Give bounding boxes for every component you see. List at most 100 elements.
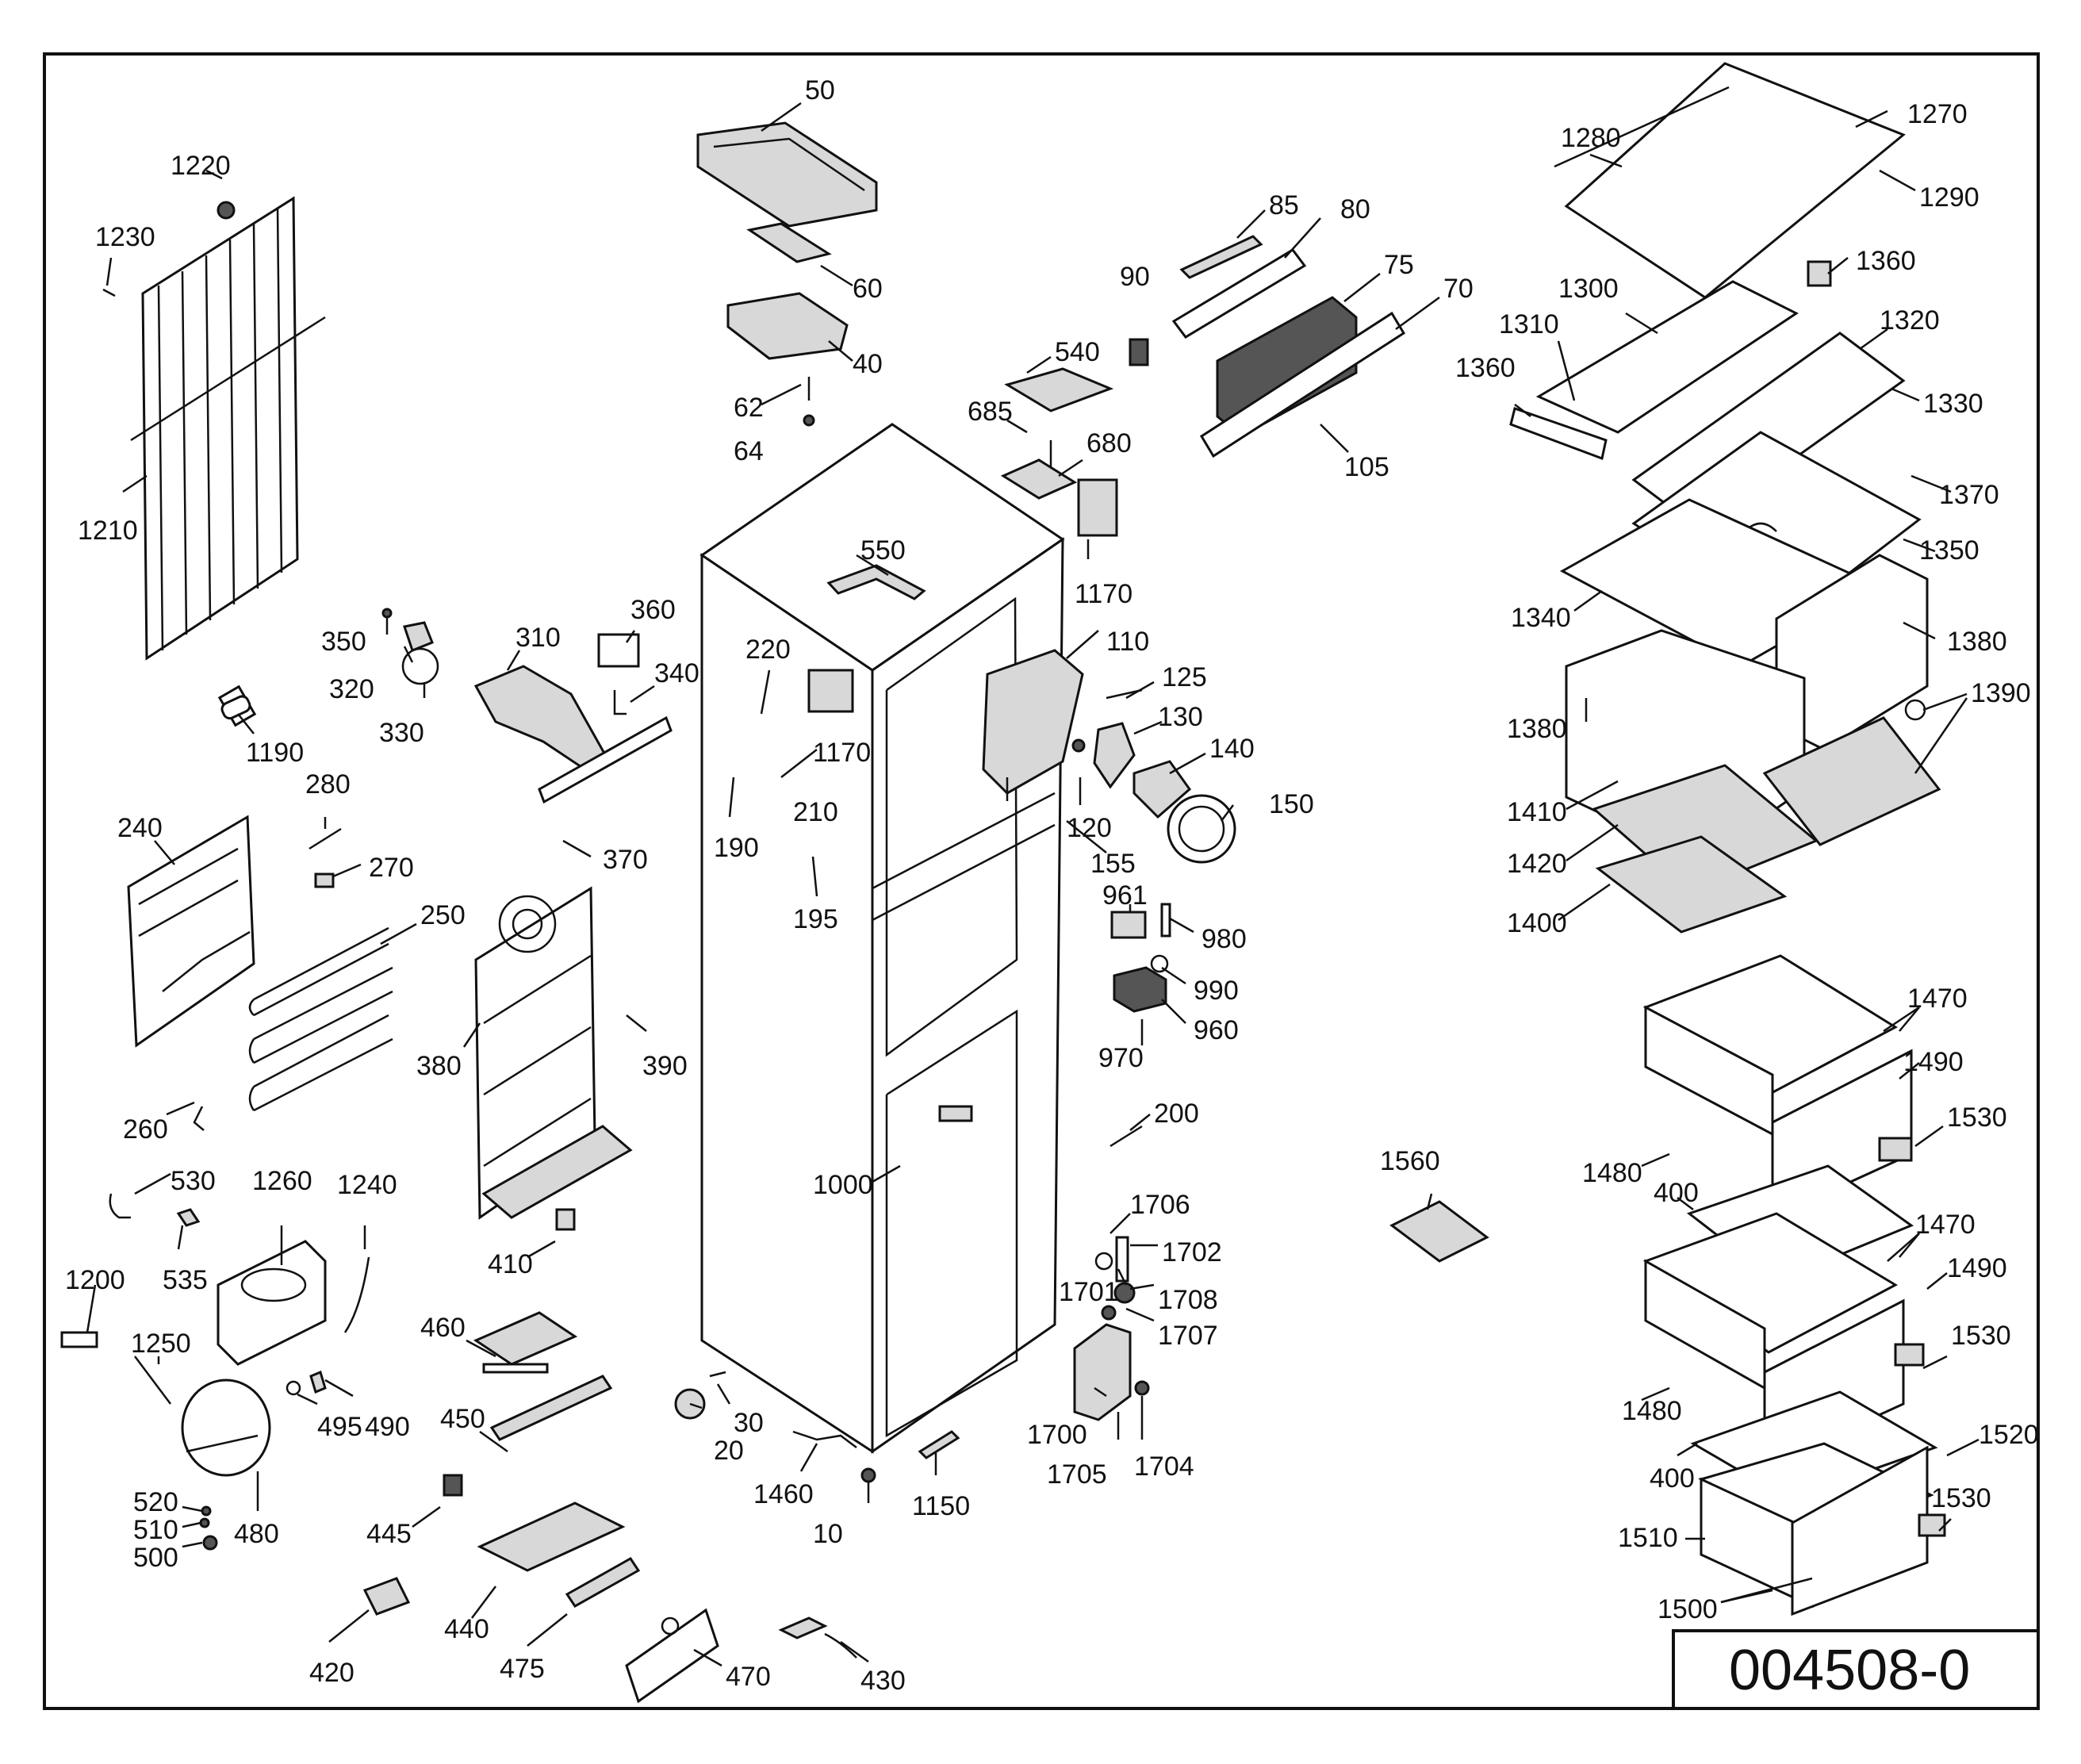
label-260: 260 — [123, 1114, 168, 1145]
crisper-boxes-upper — [1565, 554, 1941, 934]
label-1370: 1370 — [1939, 480, 1999, 510]
diagram-frame — [43, 52, 2040, 1710]
label-460: 460 — [420, 1313, 466, 1343]
label-540: 540 — [1055, 337, 1100, 367]
label-445: 445 — [366, 1519, 412, 1549]
document-code-box — [1672, 1629, 2040, 1710]
label-535: 535 — [163, 1265, 208, 1295]
label-1520: 1520 — [1979, 1420, 2039, 1450]
label-400-upper: 400 — [1654, 1178, 1699, 1208]
shelf-upper — [1554, 62, 1906, 299]
label-1380-left: 1380 — [1507, 714, 1567, 744]
label-1190: 1190 — [246, 738, 304, 768]
label-1300: 1300 — [1558, 274, 1619, 304]
label-1360-top: 1360 — [1856, 246, 1916, 276]
label-200: 200 — [1154, 1099, 1199, 1129]
label-280: 280 — [305, 769, 351, 800]
label-1210: 1210 — [78, 516, 138, 546]
label-430: 430 — [860, 1666, 906, 1696]
label-110: 110 — [1106, 627, 1149, 657]
label-1260: 1260 — [252, 1166, 312, 1196]
label-1330: 1330 — [1923, 389, 1983, 419]
label-390: 390 — [642, 1051, 688, 1081]
label-1470-upper: 1470 — [1907, 984, 1968, 1014]
label-420: 420 — [309, 1658, 354, 1688]
condenser — [102, 196, 326, 727]
label-990: 990 — [1194, 976, 1239, 1006]
label-1320: 1320 — [1880, 305, 1940, 336]
label-350: 350 — [321, 627, 366, 657]
label-340: 340 — [654, 658, 699, 688]
label-330: 330 — [379, 718, 424, 748]
label-961: 961 — [1102, 880, 1148, 911]
label-80: 80 — [1340, 194, 1370, 224]
egg-tray — [1389, 1200, 1489, 1263]
label-470: 470 — [726, 1662, 771, 1692]
label-210: 210 — [793, 797, 838, 827]
label-70: 70 — [1443, 274, 1474, 304]
label-1420: 1420 — [1507, 849, 1567, 879]
hinge-parts-upper — [1109, 903, 1171, 1148]
label-1150: 1150 — [912, 1491, 970, 1521]
label-1390: 1390 — [1971, 678, 2031, 708]
label-1250: 1250 — [131, 1329, 191, 1359]
label-1350: 1350 — [1919, 535, 1979, 566]
label-960: 960 — [1194, 1015, 1239, 1045]
label-1470-middle: 1470 — [1915, 1210, 1976, 1240]
label-500: 500 — [133, 1543, 178, 1573]
label-510: 510 — [133, 1515, 178, 1545]
label-1480-upper: 1480 — [1582, 1158, 1642, 1188]
label-155: 155 — [1090, 849, 1136, 879]
label-130: 130 — [1158, 702, 1203, 732]
document-code: 004508-0 — [1729, 1639, 1970, 1702]
label-685: 685 — [968, 397, 1013, 427]
label-1270: 1270 — [1907, 99, 1968, 129]
label-50: 50 — [805, 75, 835, 105]
label-1170-top: 1170 — [1075, 579, 1132, 609]
label-1240: 1240 — [337, 1170, 397, 1200]
left-small-parts — [193, 695, 576, 1231]
cabinet — [699, 423, 1065, 1454]
label-1708: 1708 — [1158, 1285, 1218, 1315]
label-1310: 1310 — [1499, 309, 1559, 339]
label-550: 550 — [860, 535, 906, 566]
label-1410: 1410 — [1507, 797, 1567, 827]
label-520: 520 — [133, 1487, 178, 1517]
label-1530-upper: 1530 — [1947, 1102, 2007, 1133]
label-680: 680 — [1086, 428, 1132, 458]
label-980: 980 — [1201, 924, 1247, 954]
evaporator-cover — [127, 815, 255, 1048]
label-1704: 1704 — [1134, 1451, 1194, 1482]
evaporator-coil — [248, 926, 393, 1112]
label-120: 120 — [1067, 813, 1112, 843]
label-90: 90 — [1120, 262, 1150, 292]
label-1380-right: 1380 — [1947, 627, 2007, 657]
label-320: 320 — [329, 674, 374, 704]
label-1701: 1701 — [1059, 1277, 1119, 1307]
label-1560: 1560 — [1380, 1146, 1440, 1176]
label-150: 150 — [1269, 789, 1314, 819]
label-1700: 1700 — [1027, 1420, 1087, 1450]
label-1290: 1290 — [1919, 182, 1979, 213]
label-360: 360 — [630, 595, 676, 625]
label-1000: 1000 — [813, 1170, 873, 1200]
label-1400: 1400 — [1507, 908, 1567, 938]
label-1340: 1340 — [1511, 603, 1571, 633]
label-195: 195 — [793, 904, 838, 934]
label-530: 530 — [171, 1166, 216, 1196]
label-1530-lower: 1530 — [1931, 1483, 1991, 1513]
label-30: 30 — [734, 1408, 764, 1438]
label-85: 85 — [1269, 190, 1299, 220]
label-400-lower: 400 — [1650, 1463, 1695, 1494]
label-10: 10 — [813, 1519, 843, 1549]
label-410: 410 — [488, 1249, 533, 1279]
hinge-parts-lower — [1073, 1236, 1150, 1428]
label-40: 40 — [853, 349, 883, 379]
label-1490-middle: 1490 — [1947, 1253, 2007, 1283]
label-1460: 1460 — [753, 1479, 814, 1509]
label-60: 60 — [853, 274, 883, 304]
label-1200: 1200 — [65, 1265, 125, 1295]
label-1500: 1500 — [1658, 1594, 1718, 1624]
label-20: 20 — [714, 1436, 744, 1466]
